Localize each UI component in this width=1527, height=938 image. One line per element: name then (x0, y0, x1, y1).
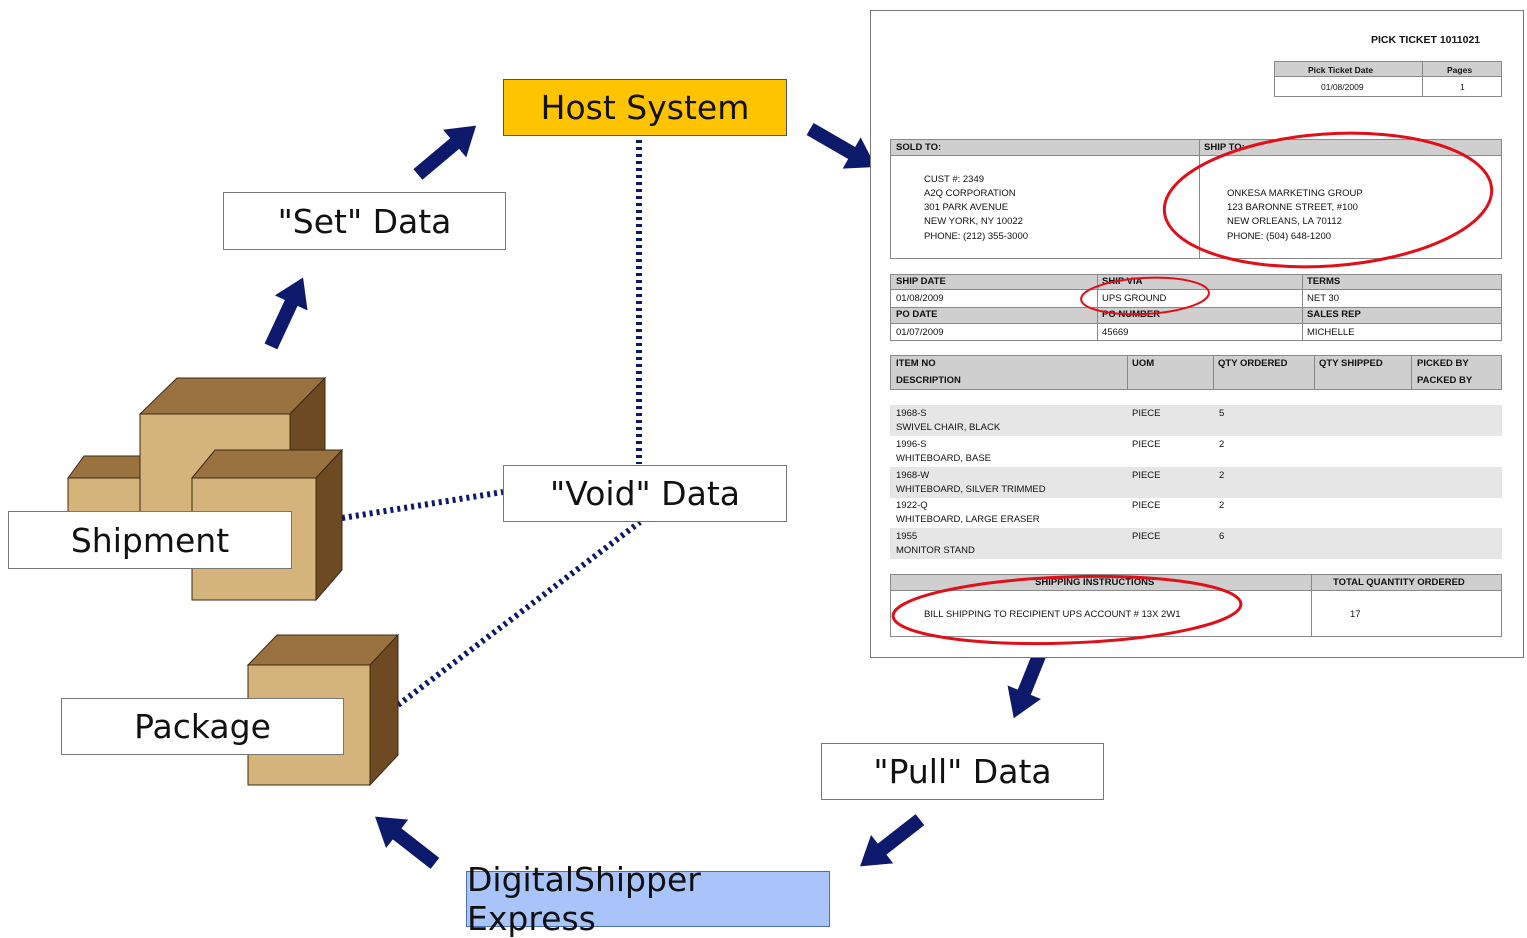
po-date-label: PO DATE (896, 309, 938, 320)
items-header-divider (1314, 355, 1315, 390)
shipping-instructions-text: BILL SHIPPING TO RECIPIENT UPS ACCOUNT #… (924, 609, 1181, 620)
package-node: Package (61, 698, 344, 755)
pull-data-node: "Pull" Data (821, 743, 1104, 800)
col-description: DESCRIPTION (896, 375, 961, 386)
ship-info-divider (1302, 274, 1303, 341)
ship-via-label: SHIP VIA (1102, 276, 1143, 287)
item-description: WHITEBOARD, SILVER TRIMMED (896, 484, 1046, 495)
po-date-value: 01/07/2009 (896, 327, 944, 338)
item-no: 1996-S (896, 439, 927, 450)
void-to-package-link (396, 519, 642, 708)
items-header-divider (1127, 355, 1128, 390)
pick-ticket-date-value: 01/08/2009 (1321, 82, 1364, 92)
terms-label: TERMS (1307, 276, 1341, 287)
digitalshipper-express-node: DigitalShipper Express (466, 860, 830, 938)
highlight-marks (891, 131, 1494, 646)
sold-to-label: SOLD TO: (896, 142, 942, 153)
ship-info-divider (1097, 274, 1098, 341)
ship-to-line: PHONE: (504) 648-1200 (1227, 231, 1332, 242)
col-item-no: ITEM NO (896, 358, 936, 369)
pages-value: 1 (1460, 82, 1465, 92)
item-uom: PIECE (1132, 408, 1161, 419)
terms-value: NET 30 (1307, 293, 1340, 304)
pick-ticket-title: PICK TICKET 1011021 (1371, 34, 1481, 46)
item-uom: PIECE (1132, 439, 1161, 450)
ship-to-line: 123 BARONNE STREET, #100 (1227, 202, 1358, 213)
ship-to-label: SHIP TO: (1204, 142, 1245, 153)
table-row (890, 528, 1502, 559)
pick-ticket-document: PICK TICKET 1011021 Pick Ticket Date Pag… (870, 10, 1524, 658)
po-number-value: 45669 (1102, 327, 1129, 338)
sold-to-line: A2Q CORPORATION (924, 188, 1016, 199)
col-picked-by: PICKED BY (1417, 358, 1469, 369)
ship-via-value: UPS GROUND (1102, 293, 1167, 304)
sold-to-line: NEW YORK, NY 10022 (924, 216, 1023, 227)
item-qty: 2 (1219, 470, 1225, 481)
item-uom: PIECE (1132, 470, 1161, 481)
item-no: 1968-S (896, 408, 927, 419)
item-uom: PIECE (1132, 500, 1161, 511)
item-description: SWIVEL CHAIR, BLACK (896, 422, 1001, 433)
col-qty-ordered: QTY ORDERED (1218, 358, 1288, 369)
ship-via-highlight (1080, 276, 1210, 316)
shipping-instructions-label: SHIPPING INSTRUCTIONS (1035, 577, 1155, 588)
date-pages-value-row (1274, 76, 1502, 97)
shipment-node: Shipment (8, 511, 292, 569)
pages-header: Pages (1447, 65, 1473, 75)
sold-to-line: PHONE: (212) 355-3000 (924, 231, 1029, 242)
total-quantity-label: TOTAL QUANTITY ORDERED (1333, 577, 1465, 588)
item-qty: 6 (1219, 531, 1225, 542)
pick-ticket-date-header: Pick Ticket Date (1308, 65, 1374, 75)
item-qty: 2 (1219, 500, 1225, 511)
item-no: 1955 (896, 531, 918, 542)
items-header-divider (1213, 355, 1214, 390)
col-packed-by: PACKED BY (1417, 375, 1473, 386)
sold-to-line: 301 PARK AVENUE (924, 202, 1009, 213)
items-header (890, 355, 1502, 390)
set-data-node: "Set" Data (223, 192, 506, 250)
item-no: 1968-W (896, 470, 930, 481)
table-row (890, 467, 1502, 498)
item-description: WHITEBOARD, BASE (896, 453, 992, 464)
ship-to-line: NEW ORLEANS, LA 70112 (1227, 216, 1342, 227)
item-no: 1922-Q (896, 500, 928, 511)
item-uom: PIECE (1132, 531, 1161, 542)
ship-date-label: SHIP DATE (896, 276, 946, 287)
set-data-label: "Set" Data (277, 201, 452, 241)
ship-info-header-2 (890, 307, 1502, 324)
address-divider (1199, 139, 1200, 259)
digitalshipper-express-label: DigitalShipper Express (467, 860, 701, 938)
host-system-label: Host System (540, 88, 750, 127)
shipping-instructions-divider (1311, 574, 1312, 637)
address-header (890, 139, 1502, 156)
shipping-instructions-highlight (891, 574, 1243, 646)
item-qty: 5 (1219, 408, 1225, 419)
total-quantity-value: 17 (1350, 609, 1361, 620)
items-header-divider (1411, 355, 1412, 390)
sales-rep-label: SALES REP (1307, 309, 1361, 320)
ship-date-value: 01/08/2009 (896, 293, 944, 304)
package-label: Package (134, 707, 271, 746)
table-row (890, 405, 1502, 436)
shipment-label: Shipment (70, 520, 230, 560)
ship-to-highlight (1162, 131, 1494, 269)
host-system-node: Host System (503, 79, 787, 136)
sold-to-line: CUST #: 2349 (924, 174, 985, 185)
col-qty-shipped: QTY SHIPPED (1319, 358, 1383, 369)
col-uom: UOM (1132, 358, 1155, 369)
sales-rep-value: MICHELLE (1307, 327, 1355, 338)
void-data-label: "Void" Data (550, 474, 740, 513)
item-description: WHITEBOARD, LARGE ERASER (896, 514, 1040, 525)
item-qty: 2 (1219, 439, 1225, 450)
date-pages-divider (1422, 61, 1423, 97)
item-description: MONITOR STAND (896, 545, 975, 556)
void-to-shipment-link (341, 489, 504, 521)
ship-to-line: ONKESA MARKETING GROUP (1227, 188, 1363, 199)
void-data-node: "Void" Data (503, 465, 787, 522)
pull-data-label: "Pull" Data (873, 752, 1052, 791)
